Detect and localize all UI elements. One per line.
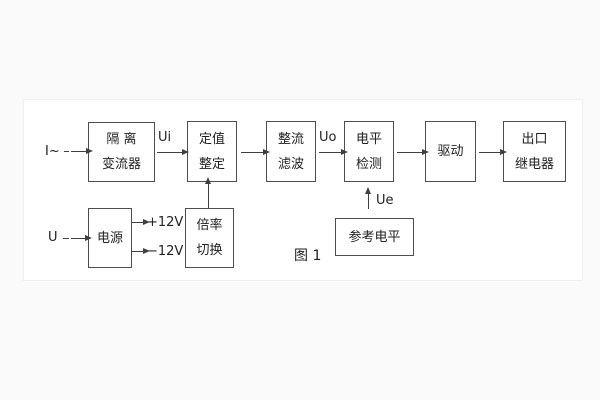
block-setting-adjust: 定值 整定 [187,121,237,182]
block-isolation-line2: 变流器 [101,157,141,172]
figure-caption: 图 1 [294,248,322,264]
arrow-ratio-to-setting [204,177,211,208]
arrow-reference-ue-up [364,187,371,209]
arrow-power-plus12v [132,219,150,225]
arrow-rectifier-to-level [319,149,348,155]
input-current-label: I~ [45,144,60,159]
block-ratio-line2: 切换 [196,243,223,258]
block-level-detect: 电平 检测 [344,121,394,182]
signal-minus12v-label: −12V [147,244,184,259]
block-ratio-switch: 倍率 切换 [185,208,234,268]
input-voltage-label: U [48,230,58,245]
block-isolation-transformer: 隔 离 变流器 [88,122,155,182]
block-level-line2: 检测 [355,156,382,172]
arrow-setting-to-rectifier [241,149,270,155]
block-setting-line2: 整定 [198,156,225,172]
block-level-line1: 电平 [355,131,382,147]
block-output-relay: 出口 继电器 [503,121,566,182]
block-setting-line1: 定值 [198,131,225,147]
signal-uo-label: Uo [319,130,337,145]
signal-ue-label: Ue [376,193,394,208]
block-reference-line1: 参考电平 [348,229,401,245]
block-output-line1: 出口 [521,131,548,147]
signal-ui-label: Ui [158,130,172,145]
voltage-input-dash [63,238,69,239]
block-drive: 驱动 [425,121,476,182]
arrow-level-to-drive [397,149,429,155]
current-input-dash [64,151,69,152]
block-power-supply: 电源 [88,208,132,268]
block-rectifier-line2: 滤波 [277,156,304,172]
arrow-drive-to-output [479,149,507,155]
arrow-current-to-isolation [71,148,93,154]
block-rectifier-line1: 整流 [277,131,304,147]
block-rectifier-filter: 整流 滤波 [266,121,316,182]
block-isolation-line1: 隔 离 [106,132,137,147]
arrow-isolation-to-setting [157,149,189,155]
signal-plus12v-label: +12V [147,215,184,230]
block-drive-line1: 驱动 [437,144,464,159]
block-reference-level: 参考电平 [335,218,414,256]
block-ratio-line1: 倍率 [196,218,223,233]
arrow-voltage-to-power [71,235,92,241]
arrow-power-minus12v [132,248,150,254]
block-output-line2: 继电器 [514,156,554,172]
block-power-line1: 电源 [96,230,123,246]
